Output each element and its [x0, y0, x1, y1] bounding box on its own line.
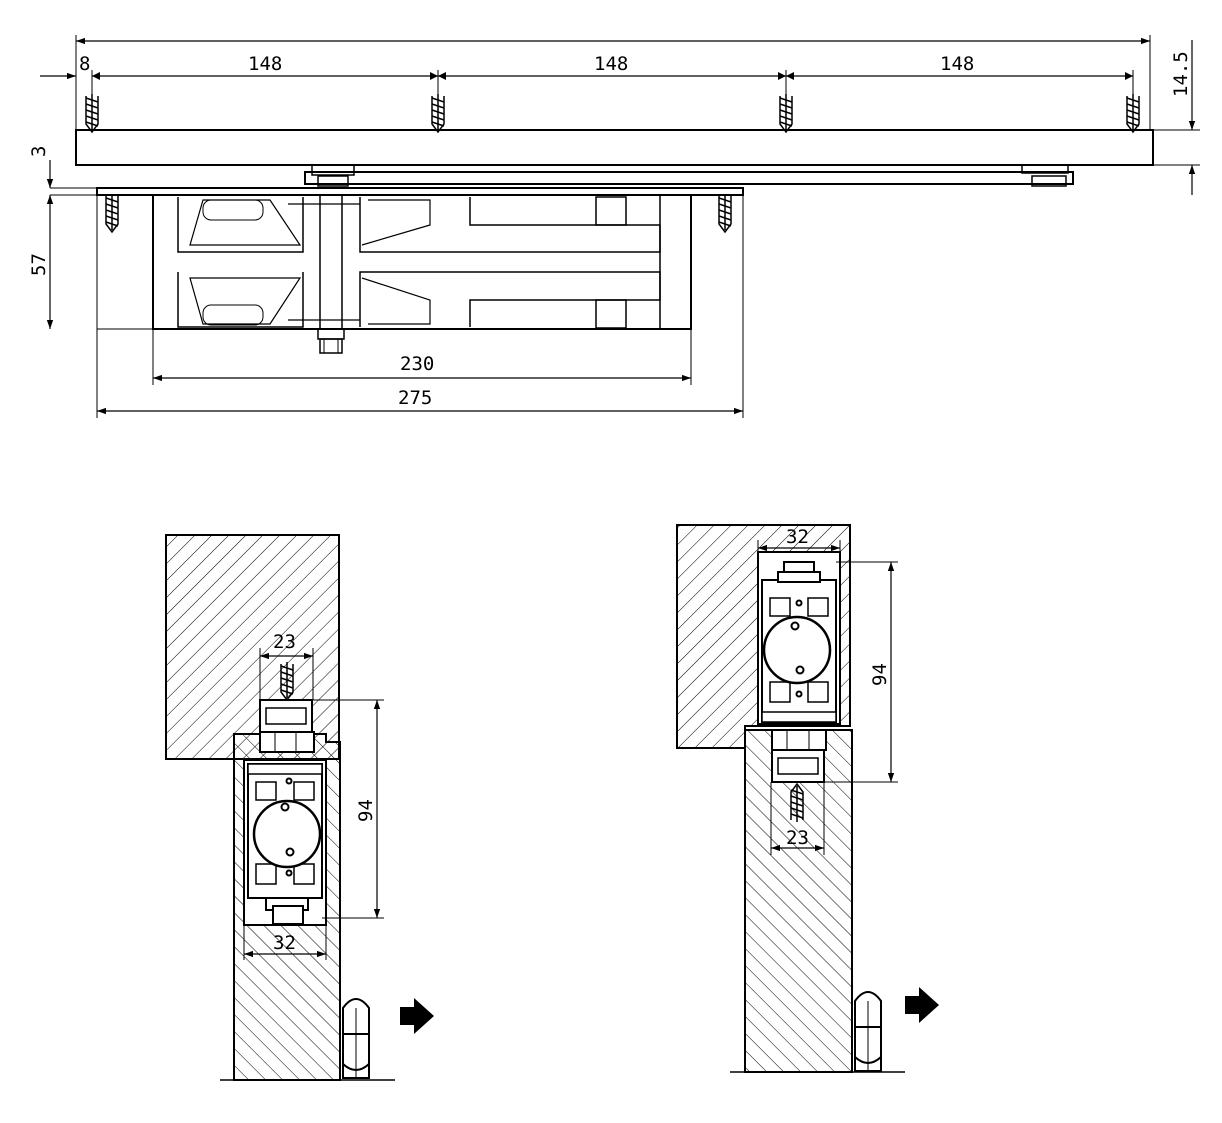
dim-body-height: 57 — [28, 253, 50, 276]
screw-icon — [718, 193, 732, 233]
top-view — [40, 35, 1200, 418]
hinge-icon — [342, 998, 370, 1079]
screw-icon — [105, 193, 119, 233]
mounting-plate — [96, 187, 744, 196]
hinge-icon — [854, 991, 882, 1072]
screw-icon — [431, 93, 445, 133]
slide-rail — [75, 129, 1154, 166]
dim-left-width-bottom: 32 — [273, 932, 296, 954]
slide-arm — [304, 171, 1074, 185]
dim-spacing-2: 148 — [594, 53, 628, 75]
dim-spacing-3: 148 — [940, 53, 974, 75]
dim-left-width-top: 23 — [273, 631, 296, 653]
dim-right-height: 94 — [869, 663, 891, 686]
dim-gap: 3 — [28, 146, 50, 157]
arrow-right-icon — [400, 998, 434, 1034]
screw-icon — [85, 93, 99, 133]
left-section-view — [165, 534, 395, 1081]
arrow-right-icon — [905, 987, 939, 1023]
dim-rail-height: 14.5 — [1170, 51, 1192, 97]
frame-block — [165, 534, 340, 760]
closer-body — [152, 194, 692, 330]
dim-spacing-1: 148 — [248, 53, 282, 75]
dim-edge-offset: 8 — [79, 53, 90, 75]
dim-overall-length: 275 — [398, 387, 432, 409]
screw-icon — [779, 93, 793, 133]
dim-right-width-bottom: 23 — [786, 827, 809, 849]
dim-left-height: 94 — [355, 799, 377, 822]
right-section-view — [676, 524, 905, 1073]
screw-icon — [1126, 93, 1140, 133]
dim-right-width-top: 32 — [786, 526, 809, 548]
dim-body-length: 230 — [400, 353, 434, 375]
